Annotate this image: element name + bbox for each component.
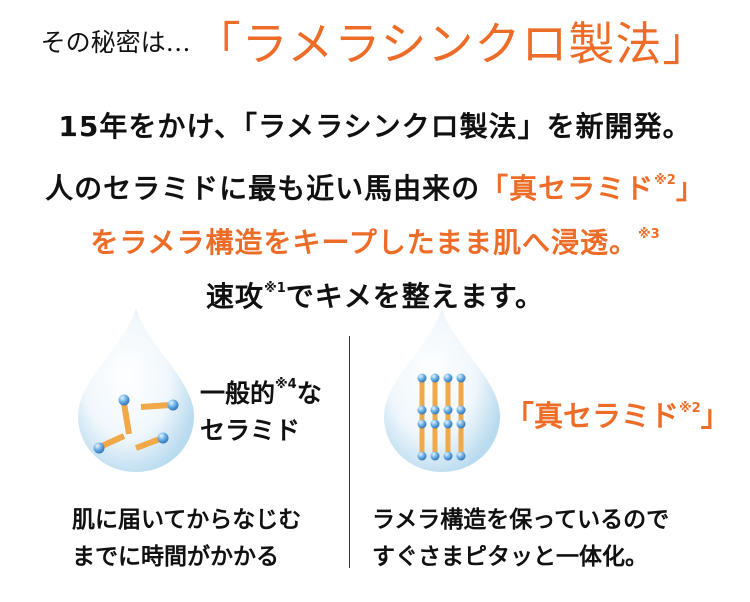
molecule-2 bbox=[140, 399, 179, 411]
true-ceramide-caption: 「真セラミド※2」 bbox=[505, 393, 730, 435]
molecule-3 bbox=[93, 433, 126, 454]
intro-line-1-text: 15年をかけ、「ラメラシンクロ製法」を新開発。 bbox=[58, 110, 692, 143]
true-ceramide-caption-text: 「真セラミド bbox=[505, 399, 680, 433]
water-drop-shape bbox=[78, 308, 194, 472]
intro-line-1: 15年をかけ、「ラメラシンクロ製法」を新開発。 bbox=[0, 100, 750, 154]
lamellar-drop-illustration bbox=[384, 308, 500, 472]
lamellar-column-4 bbox=[456, 373, 466, 461]
true-ceramide-description: ラメラ構造を保っているので すぐさまピタッと一体化。 bbox=[372, 502, 669, 576]
water-drop-shape bbox=[384, 308, 500, 472]
general-ceramide-description: 肌に届いてからなじむ までに時間がかかる bbox=[72, 502, 301, 576]
heading-method-name: 「ラメラシンクロ製法」 bbox=[194, 17, 710, 71]
caption-particle: な bbox=[296, 379, 322, 408]
caption-general-word: 一般的 bbox=[200, 379, 276, 408]
general-description-line2: までに時間がかかる bbox=[72, 544, 279, 570]
intro-line-2: 人のセラミドに最も近い馬由来の「真セラミド※2」 bbox=[0, 154, 750, 208]
caption-note-4: ※4 bbox=[275, 377, 297, 392]
intro-line-2-close: 」 bbox=[675, 172, 705, 205]
intro-text: 15年をかけ、「ラメラシンクロ製法」を新開発。 人のセラミドに最も近い馬由来の「… bbox=[0, 100, 750, 316]
general-ceramide-caption-line1: 一般的※4な bbox=[200, 366, 322, 412]
lamellar-column-2 bbox=[430, 373, 440, 461]
intro-line-4-text-a: 速攻 bbox=[206, 280, 265, 313]
true-description-line2: すぐさまピタッと一体化。 bbox=[372, 544, 648, 570]
intro-line-2-highlight: 「真セラミド bbox=[480, 172, 655, 205]
lamellar-column-3 bbox=[443, 373, 453, 461]
intro-line-4: 速攻※1でキメを整えます。 bbox=[0, 262, 750, 316]
intro-line-2-text: 人のセラミドに最も近い馬由来の bbox=[45, 172, 481, 205]
true-description-line1: ラメラ構造を保っているので bbox=[372, 507, 670, 533]
heading-lead: その秘密は… bbox=[40, 28, 191, 57]
molecule-1 bbox=[118, 394, 132, 435]
intro-line-4-note: ※1 bbox=[264, 281, 286, 296]
general-description-line1: 肌に届いてからなじむ bbox=[72, 507, 302, 533]
general-ceramide-caption-line2: セラミド bbox=[200, 416, 301, 445]
true-ceramide-caption-note: ※2 bbox=[679, 401, 701, 416]
intro-line-3-note: ※3 bbox=[637, 227, 660, 242]
ceramide-drop-illustration bbox=[78, 308, 194, 472]
lamellar-column-1 bbox=[417, 373, 427, 461]
intro-line-2-note: ※2 bbox=[654, 173, 676, 188]
general-ceramide-caption: 一般的※4な セラミド bbox=[200, 366, 322, 449]
intro-line-3: をラメラ構造をキープしたまま肌へ浸透。※3 bbox=[0, 208, 750, 262]
panel-divider bbox=[349, 336, 350, 568]
molecule-4 bbox=[134, 432, 169, 451]
intro-line-3-text: をラメラ構造をキープしたまま肌へ浸透。 bbox=[90, 226, 638, 259]
lamellar-columns bbox=[417, 373, 466, 461]
heading: その秘密は… 「ラメラシンクロ製法」 bbox=[0, 0, 750, 82]
true-ceramide-caption-close: 」 bbox=[700, 399, 730, 433]
intro-line-4-text-b: でキメを整えます。 bbox=[285, 280, 544, 313]
